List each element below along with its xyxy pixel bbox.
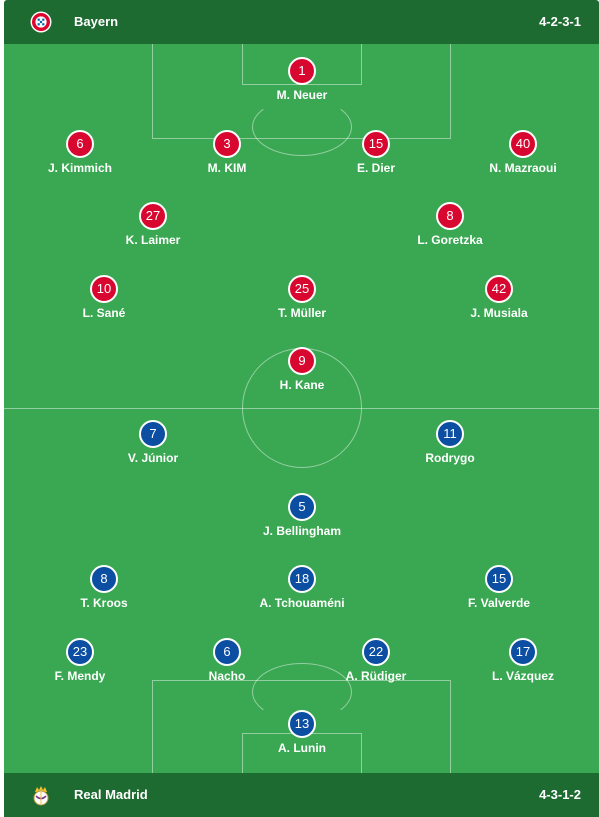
real-madrid-crest-icon [30,784,52,806]
shirt-number-badge: 40 [509,130,537,158]
shirt-number-badge: 3 [213,130,241,158]
player-name: F. Mendy [54,669,106,683]
player-name: E. Dier [356,161,395,175]
shirt-number-badge: 22 [362,638,390,666]
shirt-number-badge: 18 [288,565,316,593]
player-home[interactable]: 3 M. KIM [157,130,297,175]
player-name: Nacho [208,669,246,683]
home-team-header: Bayern 4-2-3-1 [4,0,599,44]
player-name: M. KIM [207,161,247,175]
away-formation: 4-3-1-2 [539,787,581,802]
player-away[interactable]: 6 Nacho [157,638,297,683]
shirt-number-badge: 15 [362,130,390,158]
shirt-number-badge: 9 [288,347,316,375]
player-away[interactable]: 15 F. Valverde [429,565,569,610]
player-name: J. Kimmich [47,161,113,175]
player-name: L. Goretzka [417,233,483,247]
player-away[interactable]: 18 A. Tchouaméni [232,565,372,610]
player-away[interactable]: 22 A. Rüdiger [306,638,446,683]
player-name: K. Laimer [125,233,181,247]
shirt-number-badge: 5 [288,493,316,521]
player-away[interactable]: 7 V. Júnior [83,420,223,465]
player-away[interactable]: 23 F. Mendy [10,638,150,683]
shirt-number-badge: 8 [436,202,464,230]
player-home[interactable]: 10 L. Sané [34,275,174,320]
shirt-number-badge: 1 [288,57,316,85]
player-home[interactable]: 8 L. Goretzka [380,202,520,247]
player-name: L. Sané [82,306,126,320]
shirt-number-badge: 17 [509,638,537,666]
shirt-number-badge: 42 [485,275,513,303]
player-home[interactable]: 9 H. Kane [232,347,372,392]
shirt-number-badge: 7 [139,420,167,448]
shirt-number-badge: 23 [66,638,94,666]
player-name: M. Neuer [276,88,328,102]
player-name: J. Bellingham [262,524,342,538]
away-penalty-arc [252,663,352,721]
shirt-number-badge: 27 [139,202,167,230]
player-away[interactable]: 5 J. Bellingham [232,493,372,538]
shirt-number-badge: 8 [90,565,118,593]
player-name: Rodrygo [425,451,475,465]
player-away[interactable]: 8 T. Kroos [34,565,174,610]
player-away[interactable]: 17 L. Vázquez [453,638,593,683]
player-name: T. Kroos [80,596,128,610]
shirt-number-badge: 13 [288,710,316,738]
bayern-crest-icon [30,11,52,33]
away-team-header: Real Madrid 4-3-1-2 [4,773,599,817]
shirt-number-badge: 10 [90,275,118,303]
player-name: H. Kane [279,378,325,392]
player-home[interactable]: 1 M. Neuer [232,57,372,102]
player-name: N. Mazraoui [489,161,557,175]
player-home[interactable]: 6 J. Kimmich [10,130,150,175]
player-name: F. Valverde [467,596,531,610]
player-name: V. Júnior [127,451,179,465]
shirt-number-badge: 6 [66,130,94,158]
player-name: J. Musiala [470,306,528,320]
shirt-number-badge: 6 [213,638,241,666]
player-name: L. Vázquez [491,669,554,683]
player-name: T. Müller [277,306,326,320]
player-home[interactable]: 27 K. Laimer [83,202,223,247]
shirt-number-badge: 11 [436,420,464,448]
home-team-name: Bayern [74,14,119,29]
away-team-name: Real Madrid [74,787,148,802]
player-name: A. Rüdiger [345,669,407,683]
player-home[interactable]: 42 J. Musiala [429,275,569,320]
player-home[interactable]: 40 N. Mazraoui [453,130,593,175]
shirt-number-badge: 15 [485,565,513,593]
shirt-number-badge: 25 [288,275,316,303]
home-penalty-arc [252,98,352,156]
pitch: 1 M. Neuer 6 J. Kimmich 3 M. KIM 15 E. D… [4,44,599,773]
player-away[interactable]: 11 Rodrygo [380,420,520,465]
player-name: A. Tchouaméni [259,596,345,610]
player-home[interactable]: 15 E. Dier [306,130,446,175]
home-formation: 4-2-3-1 [539,14,581,29]
player-away[interactable]: 13 A. Lunin [232,710,372,755]
player-name: A. Lunin [278,741,326,755]
player-home[interactable]: 25 T. Müller [232,275,372,320]
